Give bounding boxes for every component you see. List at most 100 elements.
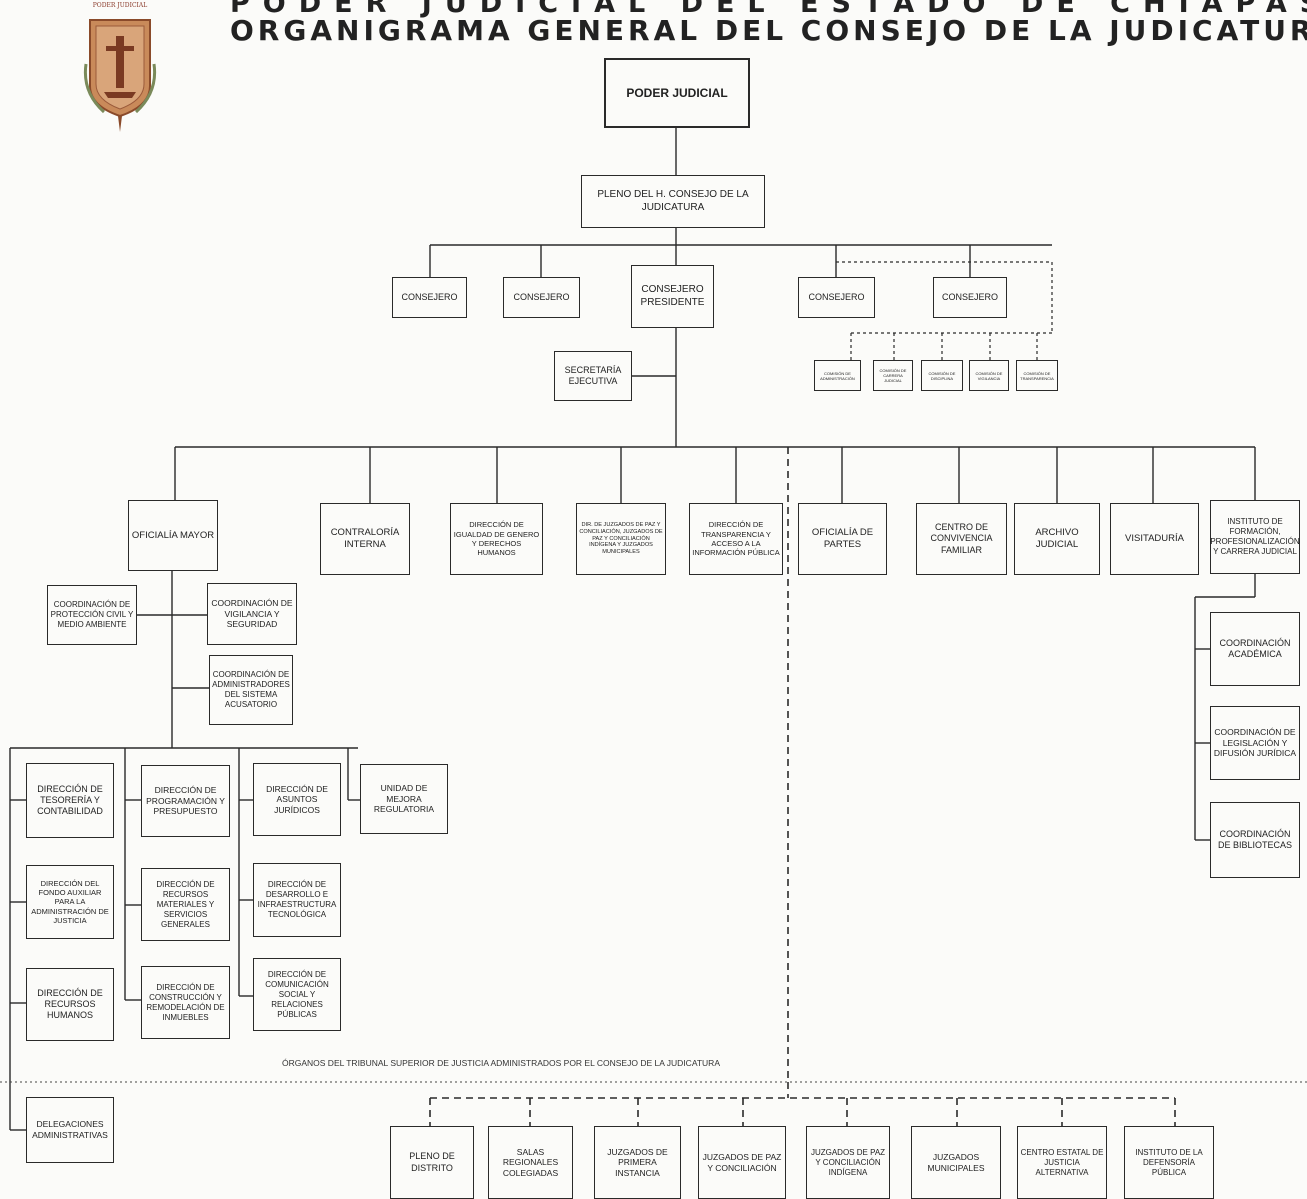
seal-emblem-icon: [83, 19, 157, 132]
node-coordinacion-academica: COORDINACIÓN ACADÉMICA: [1210, 612, 1300, 686]
node-instituto-formacion: INSTITUTO DE FORMACIÓN, PROFESIONALIZACI…: [1210, 500, 1300, 574]
node-direccion-transparencia: DIRECCIÓN DE TRANSPARENCIA Y ACCESO A LA…: [689, 503, 783, 575]
node-pleno-distrito: PLENO DE DISTRITO: [390, 1126, 474, 1199]
node-coordinacion-vigilancia: COORDINACIÓN DE VIGILANCIA Y SEGURIDAD: [207, 583, 297, 645]
node-consejero-3: CONSEJERO: [798, 277, 875, 318]
node-direccion-transparencia-label: DIRECCIÓN DE TRANSPARENCIA Y ACCESO A LA…: [692, 520, 780, 558]
node-direccion-tesoreria: DIRECCIÓN DE TESORERÍA Y CONTABILIDAD: [26, 763, 114, 838]
node-comision-4: COMISIÓN DE VIGILANCIA: [969, 360, 1009, 391]
node-delegaciones-administrativas: DELEGACIONES ADMINISTRATIVAS: [26, 1097, 114, 1163]
node-direccion-programacion-label: DIRECCIÓN DE PROGRAMACIÓN Y PRESUPUESTO: [146, 785, 225, 817]
node-comision-5: COMISIÓN DE TRANSPARENCIA: [1016, 360, 1058, 391]
node-comision-2-label: COMISIÓN DE CARRERA JUDICIAL: [879, 368, 907, 383]
node-direccion-igualdad: DIRECCIÓN DE IGUALDAD DE GENERO Y DERECH…: [450, 503, 543, 575]
node-juzgados-paz-indigena: JUZGADOS DE PAZ Y CONCILIACIÓN INDÍGENA: [806, 1126, 890, 1199]
node-juzgados-paz-conciliacion-label: JUZGADOS DE PAZ Y CONCILIACIÓN: [702, 1151, 782, 1173]
node-contraloria-interna: CONTRALORÍA INTERNA: [320, 503, 410, 575]
poder-judicial-seal: PODER JUDICIAL: [82, 2, 158, 134]
node-dir-juzgados-paz-label: DIR. DE JUZGADOS DE PAZ Y CONCILIACIÓN, …: [579, 521, 663, 556]
node-direccion-tesoreria-label: DIRECCIÓN DE TESORERÍA Y CONTABILIDAD: [37, 783, 103, 817]
node-juzgados-paz-indigena-label: JUZGADOS DE PAZ Y CONCILIACIÓN INDÍGENA: [810, 1147, 886, 1177]
node-direccion-desarrollo: DIRECCIÓN DE DESARROLLO E INFRAESTRUCTUR…: [253, 863, 341, 937]
node-comision-5-label: COMISIÓN DE TRANSPARENCIA: [1020, 370, 1054, 381]
node-comision-4-label: COMISIÓN DE VIGILANCIA: [975, 370, 1003, 381]
node-coordinacion-bibliotecas-label: COORDINACIÓN DE BIBLIOTECAS: [1217, 828, 1293, 850]
node-poder-judicial-label: PODER JUDICIAL: [626, 85, 728, 100]
node-consejero-4-label: CONSEJERO: [941, 291, 998, 302]
node-direccion-construccion: DIRECCIÓN DE CONSTRUCCIÓN Y REMODELACIÓN…: [141, 966, 230, 1039]
node-comision-2: COMISIÓN DE CARRERA JUDICIAL: [873, 360, 913, 391]
node-oficialia-mayor: OFICIALÍA MAYOR: [128, 500, 218, 571]
node-pleno-consejo: PLENO DEL H. CONSEJO DE LA JUDICATURA: [581, 175, 765, 228]
node-coordinacion-proteccion-civil: COORDINACIÓN DE PROTECCIÓN CIVIL Y MEDIO…: [47, 585, 137, 645]
node-pleno-distrito-label: PLENO DE DISTRITO: [409, 1151, 455, 1173]
node-oficialia-partes: OFICIALÍA DE PARTES: [798, 503, 887, 575]
node-comision-3: COMISIÓN DE DISCIPLINA: [921, 360, 963, 391]
node-direccion-igualdad-label: DIRECCIÓN DE IGUALDAD DE GENERO Y DERECH…: [453, 520, 540, 558]
node-salas-regionales-label: SALAS REGIONALES COLEGIADAS: [502, 1146, 559, 1178]
node-comision-1-label: COMISIÓN DE ADMINISTRACIÓN: [820, 370, 855, 381]
node-direccion-recursos-humanos-label: DIRECCIÓN DE RECURSOS HUMANOS: [37, 987, 103, 1021]
node-direccion-fondo-auxiliar: DIRECCIÓN DEL FONDO AUXILIAR PARA LA ADM…: [26, 865, 114, 939]
node-direccion-construccion-label: DIRECCIÓN DE CONSTRUCCIÓN Y REMODELACIÓN…: [146, 982, 225, 1022]
node-comision-3-label: COMISIÓN DE DISCIPLINA: [928, 370, 956, 381]
header-title-line1: PODER JUDICIAL DEL ESTADO DE CHIAPAS: [230, 0, 1307, 19]
node-consejero-2-label: CONSEJERO: [513, 291, 570, 302]
node-consejero-1: CONSEJERO: [392, 277, 467, 318]
node-centro-convivencia-label: CENTRO DE CONVIVENCIA FAMILIAR: [930, 522, 993, 555]
node-consejero-3-label: CONSEJERO: [808, 291, 865, 302]
node-unidad-mejora-regulatoria: UNIDAD DE MEJORA REGULATORIA: [360, 764, 448, 834]
node-instituto-defensoria: INSTITUTO DE LA DEFENSORÍA PÚBLICA: [1124, 1126, 1214, 1199]
node-direccion-recursos-materiales: DIRECCIÓN DE RECURSOS MATERIALES Y SERVI…: [141, 868, 230, 941]
node-direccion-asuntos-juridicos: DIRECCIÓN DE ASUNTOS JURÍDICOS: [253, 763, 341, 836]
node-consejero-presidente-label: CONSEJERO PRESIDENTE: [640, 284, 705, 308]
node-visitaduria: VISITADURÍA: [1110, 503, 1199, 575]
node-coordinacion-academica-label: COORDINACIÓN ACADÉMICA: [1219, 637, 1291, 659]
node-centro-convivencia: CENTRO DE CONVIVENCIA FAMILIAR: [916, 503, 1007, 575]
node-direccion-recursos-materiales-label: DIRECCIÓN DE RECURSOS MATERIALES Y SERVI…: [156, 879, 215, 929]
node-juzgados-primera-instancia-label: JUZGADOS DE PRIMERA INSTANCIA: [607, 1146, 668, 1178]
node-salas-regionales: SALAS REGIONALES COLEGIADAS: [488, 1126, 573, 1199]
node-instituto-formacion-label: INSTITUTO DE FORMACIÓN, PROFESIONALIZACI…: [1210, 517, 1300, 556]
node-coordinacion-administradores: COORDINACIÓN DE ADMINISTRADORES DEL SIST…: [209, 655, 293, 725]
node-coordinacion-legislacion-label: COORDINACIÓN DE LEGISLACIÓN Y DIFUSIÓN J…: [1213, 727, 1297, 759]
node-coordinacion-bibliotecas: COORDINACIÓN DE BIBLIOTECAS: [1210, 802, 1300, 878]
node-instituto-defensoria-label: INSTITUTO DE LA DEFENSORÍA PÚBLICA: [1135, 1147, 1203, 1177]
organos-tribunal-note: ÓRGANOS DEL TRIBUNAL SUPERIOR DE JUSTICI…: [282, 1058, 720, 1068]
seal-text: PODER JUDICIAL: [92, 2, 148, 9]
node-juzgados-municipales-label: JUZGADOS MUNICIPALES: [927, 1151, 985, 1173]
node-direccion-desarrollo-label: DIRECCIÓN DE DESARROLLO E INFRAESTRUCTUR…: [257, 880, 337, 919]
node-delegaciones-administrativas-label: DELEGACIONES ADMINISTRATIVAS: [32, 1119, 108, 1140]
node-direccion-fondo-auxiliar-label: DIRECCIÓN DEL FONDO AUXILIAR PARA LA ADM…: [31, 878, 109, 926]
header-title-line2: ORGANIGRAMA GENERAL DEL CONSEJO DE LA JU…: [230, 14, 1307, 47]
node-archivo-judicial-label: ARCHIVO JUDICIAL: [1035, 527, 1079, 550]
node-pleno-consejo-label: PLENO DEL H. CONSEJO DE LA JUDICATURA: [597, 189, 749, 213]
node-centro-justicia-alternativa: CENTRO ESTATAL DE JUSTICIA ALTERNATIVA: [1017, 1126, 1107, 1199]
node-contraloria-interna-label: CONTRALORÍA INTERNA: [330, 527, 400, 550]
node-coordinacion-legislacion: COORDINACIÓN DE LEGISLACIÓN Y DIFUSIÓN J…: [1210, 706, 1300, 780]
node-coordinacion-proteccion-civil-label: COORDINACIÓN DE PROTECCIÓN CIVIL Y MEDIO…: [50, 600, 134, 629]
node-secretaria-ejecutiva-label: SECRETARÍA EJECUTIVA: [564, 364, 622, 386]
node-comision-1: COMISIÓN DE ADMINISTRACIÓN: [814, 360, 861, 391]
node-direccion-comunicacion-label: DIRECCIÓN DE COMUNICACIÓN SOCIAL Y RELAC…: [265, 969, 329, 1019]
node-oficialia-partes-label: OFICIALÍA DE PARTES: [811, 527, 874, 550]
node-secretaria-ejecutiva: SECRETARÍA EJECUTIVA: [554, 351, 632, 401]
node-centro-justicia-alternativa-label: CENTRO ESTATAL DE JUSTICIA ALTERNATIVA: [1020, 1147, 1104, 1177]
node-visitaduria-label: VISITADURÍA: [1125, 533, 1184, 545]
node-direccion-recursos-humanos: DIRECCIÓN DE RECURSOS HUMANOS: [26, 968, 114, 1041]
node-juzgados-paz-conciliacion: JUZGADOS DE PAZ Y CONCILIACIÓN: [698, 1126, 786, 1199]
node-direccion-asuntos-juridicos-label: DIRECCIÓN DE ASUNTOS JURÍDICOS: [266, 783, 328, 815]
node-coordinacion-vigilancia-label: COORDINACIÓN DE VIGILANCIA Y SEGURIDAD: [211, 598, 293, 630]
node-archivo-judicial: ARCHIVO JUDICIAL: [1014, 503, 1100, 575]
node-consejero-1-label: CONSEJERO: [401, 291, 458, 302]
node-juzgados-primera-instancia: JUZGADOS DE PRIMERA INSTANCIA: [594, 1126, 681, 1199]
node-consejero-2: CONSEJERO: [503, 277, 580, 318]
node-direccion-comunicacion: DIRECCIÓN DE COMUNICACIÓN SOCIAL Y RELAC…: [253, 958, 341, 1031]
node-dir-juzgados-paz: DIR. DE JUZGADOS DE PAZ Y CONCILIACIÓN, …: [576, 503, 666, 575]
node-coordinacion-administradores-label: COORDINACIÓN DE ADMINISTRADORES DEL SIST…: [212, 670, 290, 709]
node-consejero-presidente: CONSEJERO PRESIDENTE: [631, 265, 714, 328]
node-juzgados-municipales: JUZGADOS MUNICIPALES: [911, 1126, 1001, 1199]
node-direccion-programacion: DIRECCIÓN DE PROGRAMACIÓN Y PRESUPUESTO: [141, 765, 230, 837]
node-poder-judicial: PODER JUDICIAL: [604, 58, 750, 128]
